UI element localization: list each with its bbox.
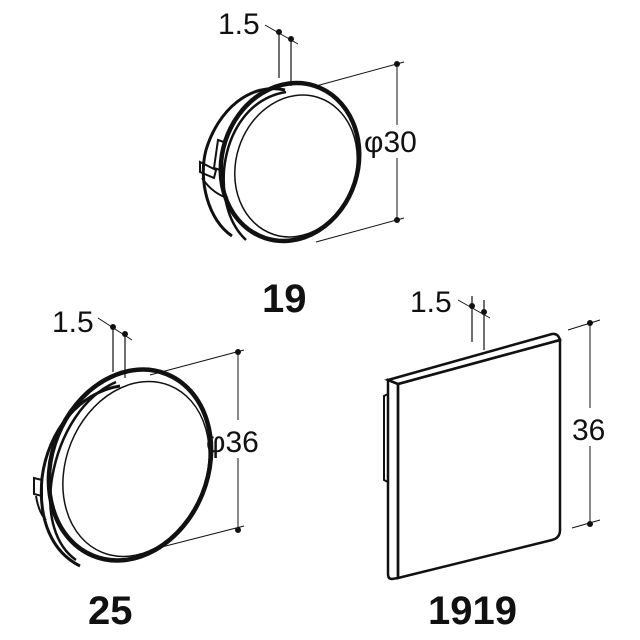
part-1919-top-edge [384,332,562,386]
part-19-thickness-dimension: 1.5 [218,8,299,86]
part-25-rim [46,367,214,563]
part-25-face [62,380,210,558]
part-25-model-label: 25 [88,589,133,633]
part-25-thickness-dimension: 1.5 [52,306,133,378]
part-1919-model-label: 1919 [428,589,517,633]
part-25-clip-icon [33,476,47,521]
part-19-thickness-label: 1.5 [218,8,260,41]
part-1919-side-edge [386,378,400,581]
part-19-edge [222,90,287,241]
part-25-diameter-label: φ36 [206,426,259,459]
part-25-diameter-dimension: φ36 [149,349,259,551]
part-19-rim [218,80,362,244]
part-19-diameter-label: φ30 [364,126,417,159]
part-1919-face [396,338,562,580]
part-1919-thickness-dimension: 1.5 [410,286,491,350]
part-19: 1.5 φ30 19 [199,8,417,321]
part-19-diameter-dimension: φ30 [315,61,417,243]
part-25-body-back [39,384,121,568]
part-19-body-back [201,87,286,238]
part-25-edge [49,380,117,562]
part-19-face [234,94,358,238]
part-1919-thickness-label: 1.5 [410,286,452,319]
part-1919-height-dimension: 36 [567,319,605,529]
part-1919: 1.5 36 1919 [383,286,605,633]
part-25-thickness-label: 1.5 [52,306,94,339]
part-19-model-label: 19 [262,277,307,321]
part-1919-clip-icon [383,393,389,483]
part-25: 1.5 φ36 25 [33,306,259,633]
part-1919-height-label: 36 [572,414,605,447]
